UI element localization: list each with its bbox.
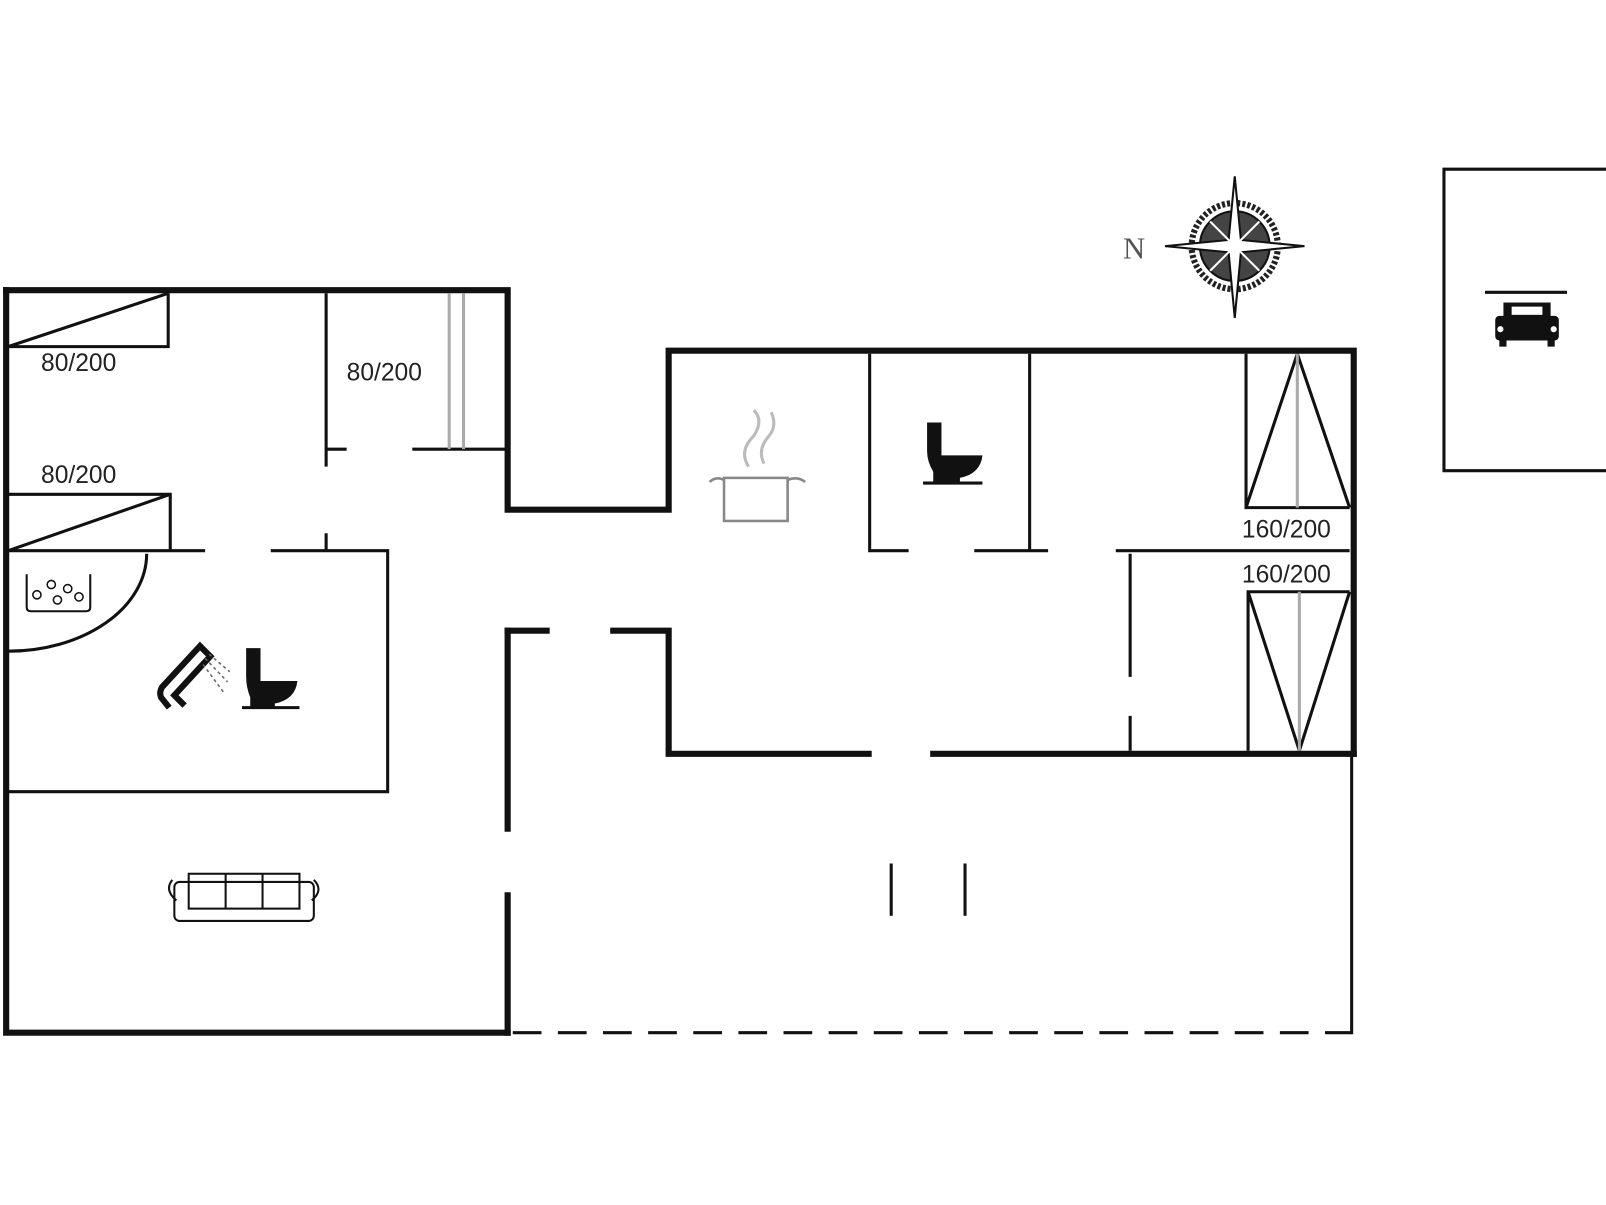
sofa-icon: [168, 872, 320, 922]
bed-size-label: 80/200: [347, 359, 422, 386]
bed-size-label: 80/200: [41, 462, 116, 489]
bed-double-1: 160/200: [1242, 348, 1352, 543]
bed-single-1: 80/200: [7, 291, 170, 377]
walls: [3, 287, 1357, 1036]
bed-single-2: 80/200: [347, 293, 466, 450]
bed-size-label: 80/200: [41, 350, 116, 377]
bathtub-icon: [25, 574, 92, 613]
cooking-pot-icon: [708, 409, 806, 523]
door-swing-arc: [8, 553, 149, 653]
compass-rose-icon: N: [1123, 176, 1305, 319]
shower-icon: [157, 641, 231, 710]
bed-double-2: 160/200: [1242, 562, 1352, 756]
bed-single-3: 80/200: [7, 462, 172, 553]
bed-size-label: 160/200: [1242, 516, 1331, 543]
toilet-icon: [242, 648, 300, 710]
compass-north-label: N: [1123, 231, 1145, 265]
car-icon: [1495, 302, 1559, 347]
bed-size-label: 160/200: [1242, 562, 1331, 589]
toilet-icon: [922, 422, 983, 485]
carport: [1442, 167, 1606, 473]
